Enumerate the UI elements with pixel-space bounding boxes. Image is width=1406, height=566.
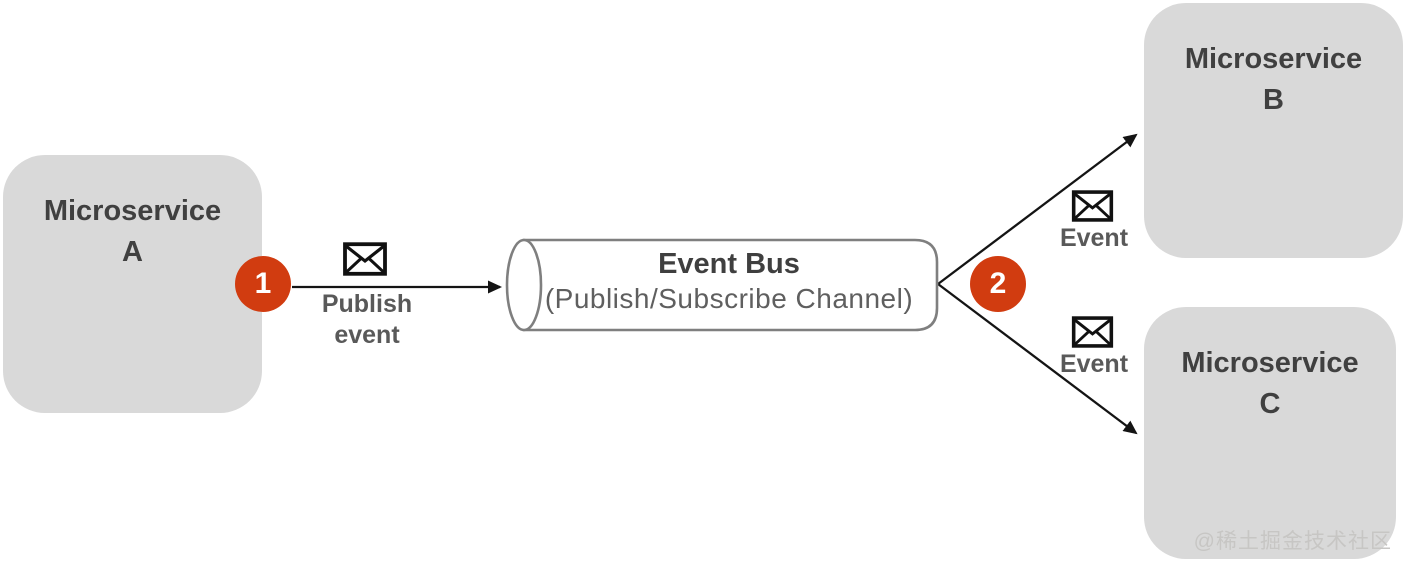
microservice-c-label-line1: Microservice	[1181, 347, 1359, 379]
microservice-c-label-line2: C	[1259, 388, 1281, 420]
event-bus-cylinder-cap	[505, 238, 543, 332]
fork-arrow-to-c	[937, 283, 1138, 435]
envelope-icon	[343, 242, 387, 276]
microservice-b-label-line2: B	[1263, 84, 1284, 116]
event-label-to-b: Event	[1059, 224, 1129, 252]
step-1-badge: 1	[235, 256, 291, 312]
microservice-a-label-line1: Microservice	[43, 195, 222, 227]
envelope-icon	[1071, 190, 1114, 222]
event-bus-text: Event Bus (Publish/Subscribe Channel)	[524, 247, 934, 317]
microservice-b-node: Microservice B	[1144, 3, 1403, 258]
watermark: @稀土掘金技术社区	[1193, 530, 1392, 553]
step-2-badge: 2	[970, 256, 1026, 312]
microservice-c-node: Microservice C	[1144, 307, 1396, 559]
fork-arrow-to-b	[937, 133, 1138, 285]
event-bus-subtitle: (Publish/Subscribe Channel)	[544, 283, 914, 314]
microservice-a-label-line2: A	[122, 236, 143, 268]
event-bus-cylinder-body	[522, 238, 939, 332]
event-label-to-c: Event	[1059, 350, 1129, 378]
microservice-a-node: Microservice A	[3, 155, 262, 413]
envelope-icon	[1071, 316, 1114, 348]
microservice-b-label-line1: Microservice	[1184, 43, 1363, 75]
publish-event-label: Publish event	[300, 289, 434, 351]
publish-event-label-line1: Publish	[321, 290, 413, 318]
publish-event-label-line2: event	[334, 321, 400, 349]
event-bus-title: Event Bus	[658, 248, 800, 280]
